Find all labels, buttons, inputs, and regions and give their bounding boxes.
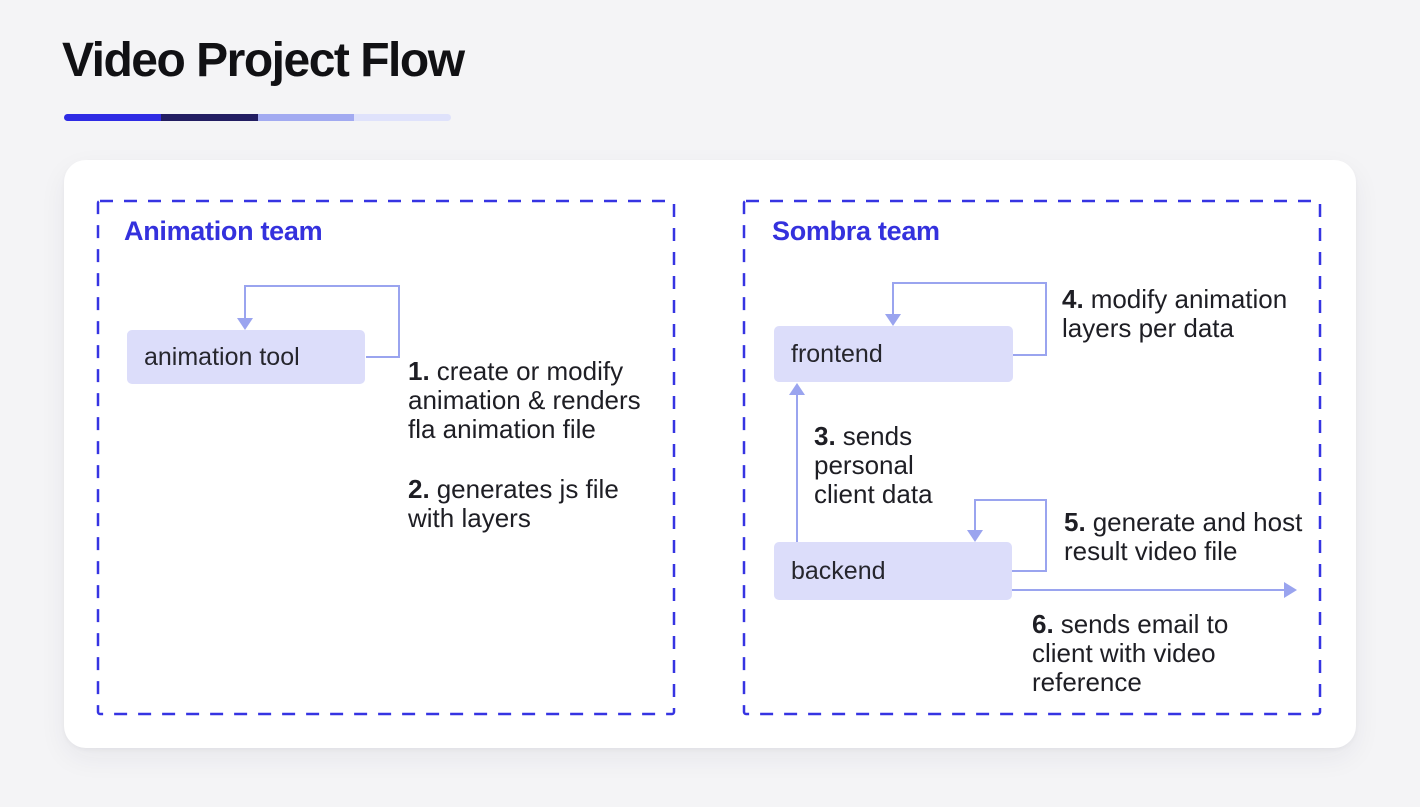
step-2: 2.generates js file with layers	[408, 475, 619, 533]
team-label-sombra: Sombra team	[772, 216, 940, 246]
step-text: create or modify animation & renders fla…	[408, 356, 641, 444]
node-animation-tool: animation tool	[127, 330, 365, 384]
node-frontend: frontend	[774, 326, 1013, 382]
step-number: 2.	[408, 474, 430, 504]
step-text: generates js file with layers	[408, 474, 619, 533]
title-underline	[64, 114, 451, 121]
step-text: generate and host result video file	[1064, 507, 1303, 566]
underline-segment	[160, 114, 258, 121]
page-title: Video Project Flow	[62, 34, 465, 87]
node-label: animation tool	[144, 342, 300, 371]
underline-segment	[64, 114, 161, 121]
step-number: 5.	[1064, 507, 1086, 537]
step-5: 5.generate and host result video file	[1064, 508, 1302, 566]
step-text: sends email to client with video referen…	[1032, 609, 1229, 697]
step-text: sends personal client data	[814, 421, 933, 509]
underline-segment	[354, 114, 451, 121]
step-number: 3.	[814, 421, 836, 451]
step-1: 1.create or modify animation & renders f…	[408, 357, 641, 444]
step-number: 4.	[1062, 284, 1084, 314]
step-4: 4.modify animation layers per data	[1062, 285, 1287, 343]
step-3: 3.sends personal client data	[814, 422, 933, 509]
underline-segment	[257, 114, 355, 121]
team-label-animation: Animation team	[124, 216, 323, 246]
node-label: frontend	[791, 339, 883, 368]
step-6: 6.sends email to client with video refer…	[1032, 610, 1228, 697]
step-number: 1.	[408, 356, 430, 386]
node-label: backend	[791, 556, 886, 585]
node-backend: backend	[774, 542, 1012, 600]
step-text: modify animation layers per data	[1062, 284, 1288, 343]
step-number: 6.	[1032, 609, 1054, 639]
